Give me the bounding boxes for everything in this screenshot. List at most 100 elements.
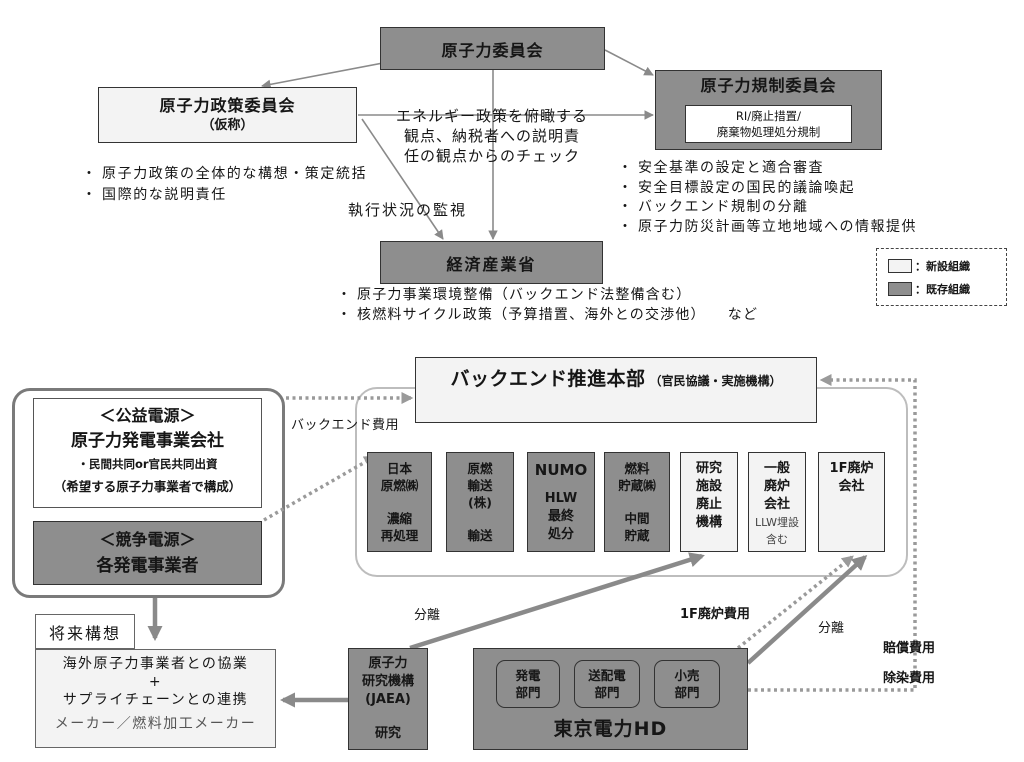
public-power-source-box: ＜公益電源＞ 原子力発電事業会社 ・民間共同or官民共同出資 （希望する原子力事…: [33, 398, 262, 508]
division-line: 小売: [674, 668, 700, 683]
compensation-cost-label: 賠償費用: [883, 641, 936, 656]
policy-committee-subtitle: （仮称）: [201, 118, 254, 133]
legend-swatch-existing: [888, 282, 912, 296]
future-line: サプライチェーンとの連携: [62, 692, 249, 708]
meti-bullets: 原子力事業環境整備（バックエンド法整備含む） 核燃料サイクル政策（予算措置、海外…: [337, 285, 758, 325]
transport-name-line: 原燃: [467, 461, 493, 476]
meti-bullet: 原子力事業環境整備（バックエンド法整備含む）: [337, 285, 758, 305]
public-power-heading: ＜公益電源＞: [99, 406, 196, 425]
arrow-aec-to-policy-committee: [261, 62, 384, 90]
jaea-separation-label: 分離: [414, 608, 441, 623]
f1-decommissioning-cost-label: 1F廃炉費用: [680, 607, 750, 622]
general-decom-line: 廃炉: [763, 479, 790, 494]
policy-committee-title: 原子力政策委員会: [159, 96, 296, 115]
general-decommissioning-company-box: 一般 廃炉 会社 LLW埋設 含む: [748, 452, 806, 552]
general-decom-note: 含む: [766, 533, 788, 546]
storage-name: 燃料 貯蔵㈱: [618, 460, 656, 494]
f1-decom-line: 1F廃炉: [829, 461, 874, 476]
storage-role-line: 中間: [624, 511, 650, 526]
jnfl-role-line: 再処理: [380, 528, 419, 543]
legend-label-existing: ：既存組織: [915, 283, 970, 296]
nra-bullet: 原子力防災計画等立地地域への情報提供: [618, 218, 917, 238]
f1-decom-line: 会社: [838, 479, 865, 494]
backend-promotion-hq-box: バックエンド推進本部 （官民協議・実施機構）: [415, 357, 817, 423]
division-line: 部門: [674, 685, 700, 700]
tepco-name: 東京電力HD: [553, 718, 668, 740]
research-decom-line: 研究: [695, 461, 722, 476]
policy-committee-bullets: 原子力政策の全体的な構想・策定統括 国際的な説明責任: [82, 164, 367, 206]
arrow-jaea-separation: [409, 552, 705, 651]
numo-role-line: 最終: [547, 509, 574, 524]
future-line: 海外原子力事業者との協業: [62, 656, 249, 672]
jnfl-role: 濃縮 再処理: [381, 510, 419, 544]
numo-box: NUMO HLW 最終 処分: [527, 452, 595, 552]
research-facility-decommissioning-box: 研究 施設 廃止 機構: [680, 452, 738, 552]
jaea-role: 研究: [374, 726, 401, 741]
tepco-retail-division: 小売 部門: [654, 660, 720, 708]
jaea-name-line: 原子力: [368, 656, 408, 671]
numo-role-line: HLW: [544, 491, 578, 506]
research-decom-line: 機構: [695, 515, 722, 530]
arrow-f1-cost: [736, 555, 854, 650]
general-decom-line: 会社: [763, 497, 790, 512]
check-note-line: 観点、納税者への説明責: [403, 127, 580, 145]
meti-bullet-text: 核燃料サイクル政策（予算措置、海外との交渉他）: [357, 307, 706, 323]
nra-bullets: 安全基準の設定と適合審査 安全目標設定の国民的議論喚起 バックエンド規制の分離 …: [618, 159, 917, 237]
backend-cost-label: バックエンド費用: [291, 418, 400, 433]
competitive-power-source-box: ＜競争電源＞ 各発電事業者: [33, 521, 262, 585]
arrow-tepco-separation: [746, 554, 868, 665]
division-line: 部門: [515, 685, 541, 700]
jnfl-name-line: 日本: [386, 461, 412, 476]
future-plan-label: 将来構想: [35, 614, 135, 649]
numo-role: HLW 最終 処分: [545, 490, 578, 544]
future-makers: メーカー／燃料加工メーカー: [54, 716, 257, 732]
nra-bullet: 安全目標設定の国民的議論喚起: [618, 179, 917, 199]
backend-hq-subtitle: （官民協議・実施機構）: [649, 374, 782, 388]
execution-monitoring-label: 執行状況の監視: [348, 201, 468, 219]
competitive-power-name: 各発電事業者: [96, 556, 199, 576]
future-line: +: [148, 674, 163, 690]
storage-role-line: 貯蔵: [624, 528, 650, 543]
division-line: 送配電: [588, 668, 626, 683]
jaea-name-line: 研究機構: [361, 674, 414, 689]
decontamination-cost-label: 除染費用: [883, 671, 936, 686]
transport-role-line: 輸送: [467, 528, 493, 543]
transport-name-line: (株): [468, 495, 492, 510]
nuclear-fuel-transport-box: 原燃 輸送 (株) 輸送: [446, 452, 514, 552]
jnfl-role-line: 濃縮: [386, 511, 412, 526]
storage-name-line: 貯蔵㈱: [618, 478, 656, 493]
nuclear-policy-committee-box: 原子力政策委員会 （仮称）: [98, 87, 357, 143]
future-plan-box: 海外原子力事業者との協業 + サプライチェーンとの連携 メーカー／燃料加工メーカ…: [35, 649, 276, 748]
legend: ：新設組織 ：既存組織: [876, 248, 1007, 306]
check-note-line: 任の観点からのチェック: [403, 147, 580, 165]
nra-bullet: 安全基準の設定と適合審査: [618, 159, 917, 179]
transport-role: 輸送: [467, 527, 492, 544]
jaea-name: 原子力 研究機構 (JAEA): [362, 655, 414, 709]
legend-label-new: ：新設組織: [915, 260, 970, 273]
storage-role: 中間 貯蔵: [624, 510, 649, 544]
numo-role-line: 処分: [547, 527, 574, 542]
division-line: 部門: [594, 685, 620, 700]
nra-scope-line: 廃棄物処理処分規制: [716, 125, 821, 139]
check-note: エネルギー政策を俯瞰する 観点、納税者への説明責 任の観点からのチェック: [392, 106, 592, 166]
numo-name: NUMO: [534, 461, 588, 479]
tepco-hd-box: 発電 部門 送配電 部門 小売 部門 東京電力HD: [473, 648, 748, 750]
nra-bullet: バックエンド規制の分離: [618, 198, 917, 218]
nra-scope-line: RI/廃止措置/: [735, 109, 802, 123]
public-power-name: 原子力発電事業会社: [71, 431, 224, 451]
general-decom-line: 一般: [763, 461, 790, 476]
arrow-policy-to-meti: [361, 118, 444, 240]
backend-hq-title: バックエンド推進本部: [450, 368, 646, 390]
competitive-power-heading: ＜競争電源＞: [99, 530, 196, 549]
jaea-box: 原子力 研究機構 (JAEA) 研究: [348, 648, 428, 750]
nra-title: 原子力規制委員会: [700, 76, 837, 95]
public-power-note: （希望する原子力事業者で構成）: [53, 479, 242, 494]
transport-name: 原燃 輸送 (株): [467, 460, 492, 511]
nuclear-regulation-authority-box: 原子力規制委員会 RI/廃止措置/ 廃棄物処理処分規制: [655, 70, 882, 150]
tepco-transmission-division: 送配電 部門: [574, 660, 640, 708]
fuel-storage-box: 燃料 貯蔵㈱ 中間 貯蔵: [604, 452, 670, 552]
research-decom-line: 施設: [695, 479, 722, 494]
storage-name-line: 燃料: [624, 461, 650, 476]
policy-bullet: 原子力政策の全体的な構想・策定統括: [82, 164, 367, 185]
